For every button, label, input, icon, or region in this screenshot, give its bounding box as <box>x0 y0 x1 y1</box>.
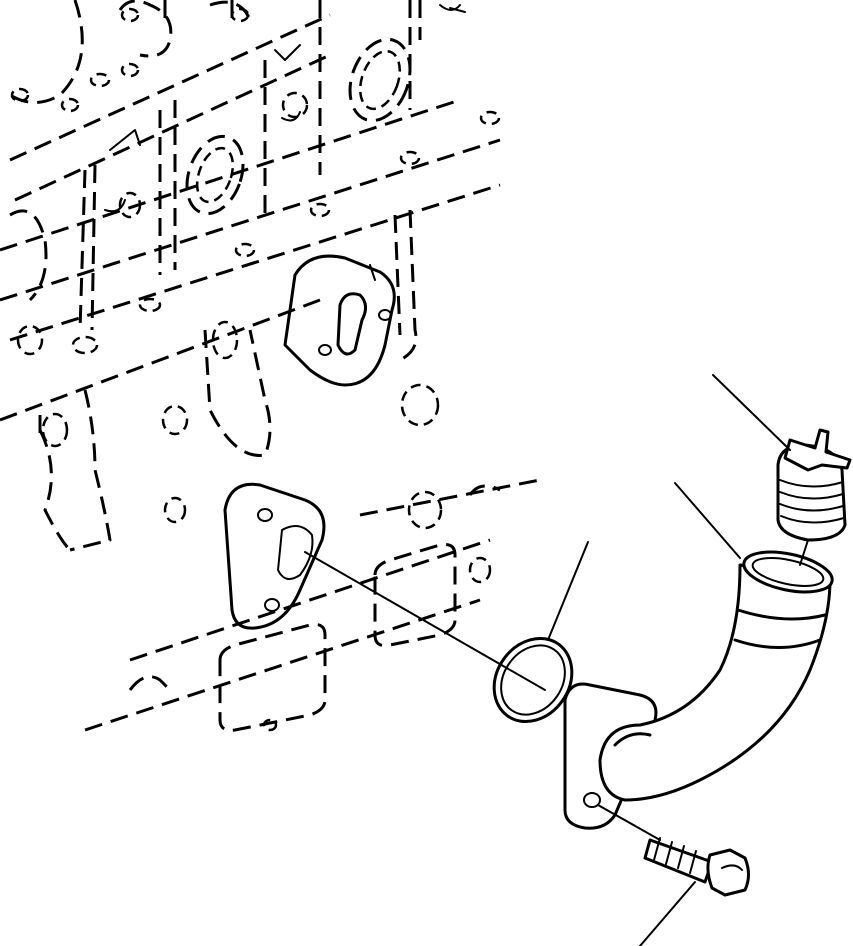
cap-leader <box>712 374 791 451</box>
filler-tube <box>563 550 834 830</box>
filler-cap <box>776 428 852 566</box>
bolt-leader <box>639 881 696 946</box>
mounting-bolt <box>597 804 750 897</box>
pump-housing <box>283 254 396 387</box>
tube-leader <box>674 482 741 559</box>
engine-block-outline <box>0 0 541 732</box>
block-mounting-flange <box>223 482 326 630</box>
alignment-line <box>304 551 546 691</box>
gasket-leader <box>547 541 589 641</box>
block-detail-marks <box>104 4 466 213</box>
leader-lines <box>547 374 791 946</box>
gasket <box>492 636 574 724</box>
